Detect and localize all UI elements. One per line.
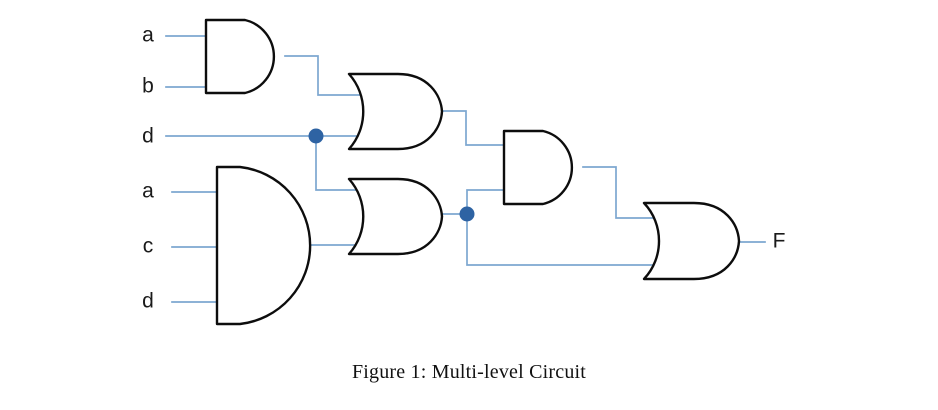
wire-fanout-to-and3 [466,189,505,215]
junction-dot-d [308,128,324,144]
wire-and1-to-or1 [284,55,361,96]
or-gate-1 [347,72,444,151]
input-label-d-1: d [142,125,154,148]
wire-d-to-or2 [315,135,361,191]
figure-caption: Figure 1: Multi-level Circuit [351,361,587,383]
or-gate-3 [642,201,741,281]
wire-group [165,35,766,303]
input-label-c: c [143,235,154,258]
and-gate-1 [204,18,276,95]
input-label-b: b [142,75,154,98]
input-label-a-1: a [142,24,154,47]
and-gate-2 [215,165,312,326]
and-gate-3 [502,129,574,206]
input-label-d-2: d [142,290,154,313]
input-label-a-2: a [142,180,154,203]
wire-and3-to-or3 [582,166,658,219]
or-gate-2 [347,177,444,256]
junction-dot-or2 [459,206,475,222]
wire-fanout-to-or3 [466,213,659,266]
output-label-f: F [773,230,786,253]
wire-or1-to-and3 [442,110,505,146]
